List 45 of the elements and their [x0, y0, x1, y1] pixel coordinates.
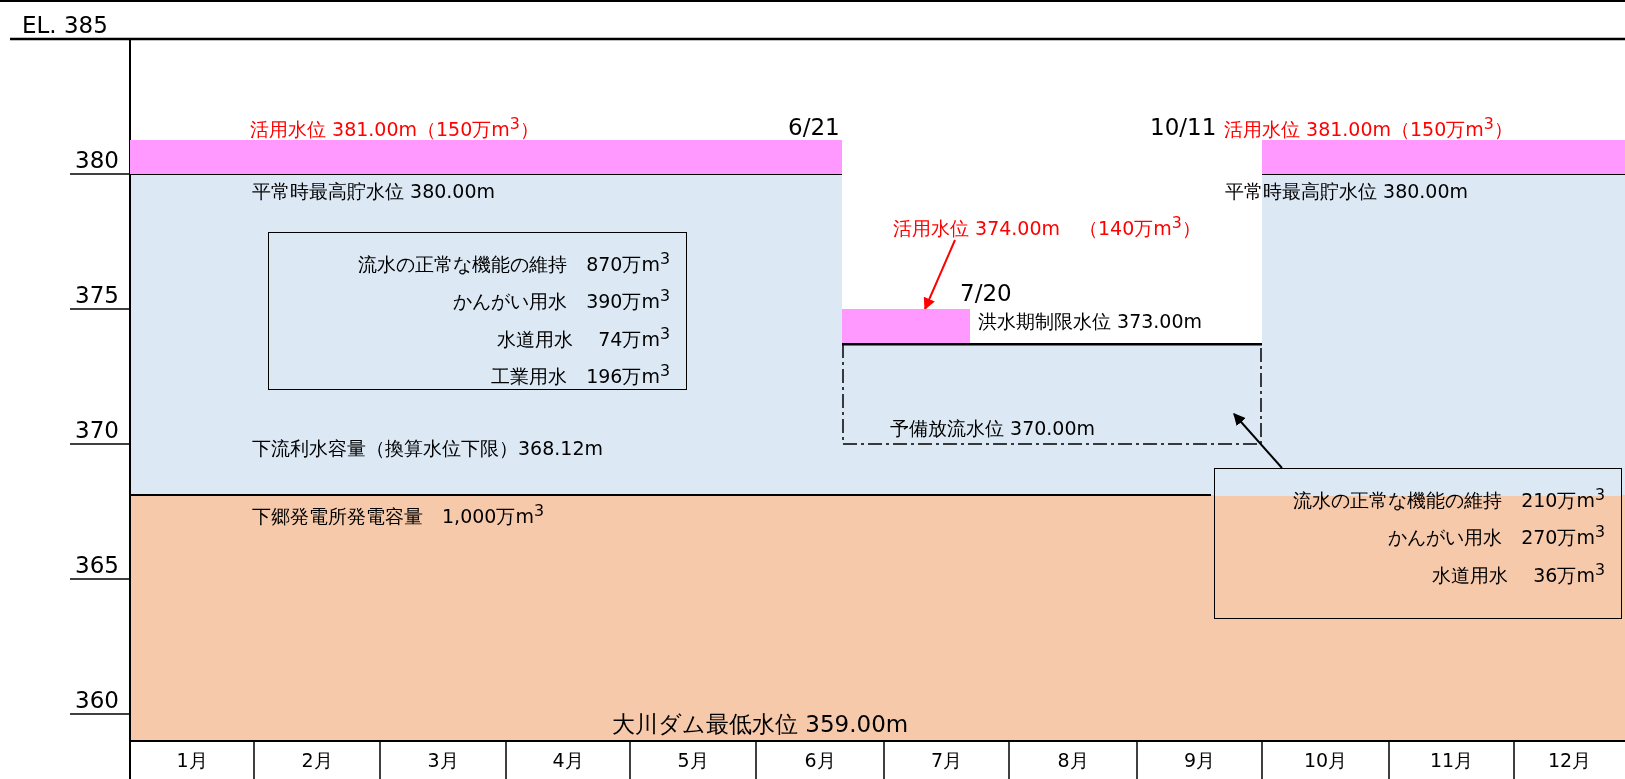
reserve-release-region	[842, 343, 1262, 445]
level-label: 大川ダム最低水位 359.00m	[612, 711, 909, 737]
axis-label: EL. 385	[22, 12, 108, 38]
month-label: 4月	[551, 749, 585, 771]
leader-arrow	[923, 239, 956, 311]
month-label: 3月	[426, 749, 460, 771]
level-label: 洪水期制限水位 373.00m	[978, 310, 1203, 332]
allocation-row-text: 工業用水 196万m$^{3}$	[490, 360, 670, 390]
month-label: 8月	[1056, 749, 1090, 771]
month-label: 7月	[929, 749, 964, 771]
capacity-label: 下郷発電所発電容量 1,000万m$^{3}$	[252, 500, 544, 528]
date-label: 7/20	[960, 280, 1012, 306]
axis-tick-label: 365	[75, 552, 119, 578]
allocation-table-box	[1214, 468, 1622, 619]
axis-tick-label: 380	[75, 147, 119, 173]
month-label: 9月	[1182, 749, 1217, 771]
level-label: 活用水位 381.00m（150万m$^{3}$）	[250, 113, 539, 141]
allocation-table-box	[268, 232, 687, 390]
allocation-row-text: 水道用水 74万m$^{3}$	[496, 322, 670, 352]
date-label: 10/11	[1150, 114, 1217, 140]
leader-arrow	[1233, 413, 1283, 469]
date-label: 6/21	[788, 114, 840, 140]
axis-tick-label: 360	[75, 687, 119, 713]
capacity-label: 下流利水容量（換算水位下限）368.12m	[252, 437, 603, 459]
axis-tick-label: 375	[75, 282, 119, 308]
month-label: 12月	[1546, 749, 1593, 771]
month-label: 5月	[676, 749, 710, 771]
active-storage-bar	[842, 309, 970, 343]
month-label: 2月	[300, 749, 334, 771]
allocation-row-text: 流水の正常な機能の維持 210万m$^{3}$	[1292, 484, 1605, 514]
active-storage-band	[130, 140, 842, 174]
month-label: 10月	[1302, 749, 1349, 771]
active-storage-band	[1262, 140, 1625, 174]
level-label: 活用水位 374.00m （140万m$^{3}$）	[893, 212, 1201, 240]
allocation-row-text: 水道用水 36万m$^{3}$	[1431, 558, 1605, 588]
month-label: 11月	[1428, 749, 1475, 771]
axis-tick-label: 370	[75, 417, 119, 443]
allocation-row-text: かんがい用水 390万m$^{3}$	[452, 285, 670, 315]
month-label: 1月	[175, 749, 209, 771]
allocation-row-text: 流水の正常な機能の維持 870万m$^{3}$	[357, 248, 670, 278]
level-label: 活用水位 381.00m（150万m$^{3}$）	[1224, 113, 1513, 141]
level-label: 予備放流水位 370.00m	[890, 417, 1096, 439]
level-label: 平常時最高貯水位 380.00m	[252, 180, 496, 202]
allocation-row-text: かんがい用水 270万m$^{3}$	[1387, 521, 1605, 551]
month-label: 6月	[803, 749, 837, 771]
